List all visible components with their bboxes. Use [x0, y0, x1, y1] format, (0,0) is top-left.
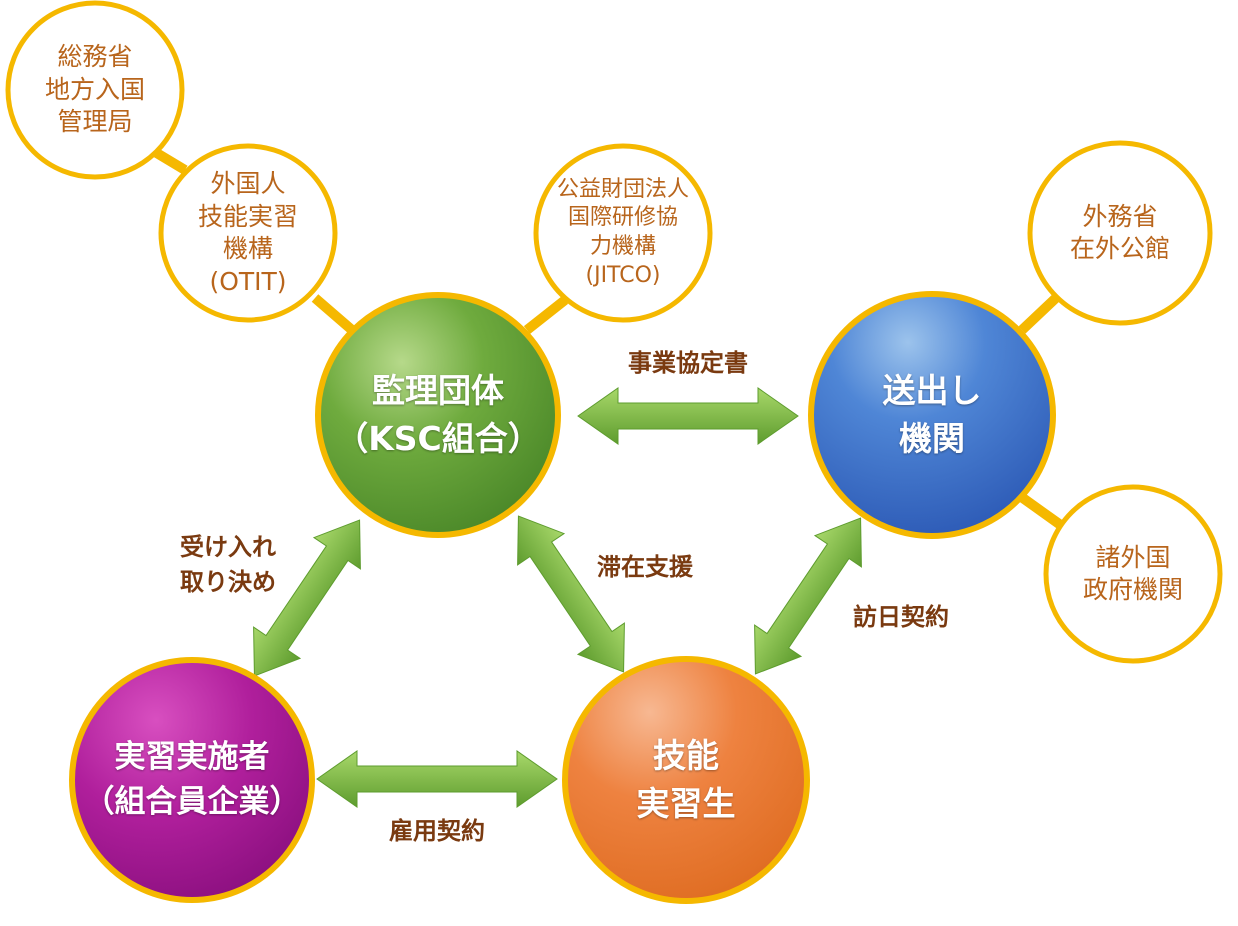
circle-jisshu-sha [69, 657, 315, 903]
circle-otit [158, 143, 338, 323]
label-jigyou-kyoutei: 事業協定書 [628, 349, 748, 377]
circle-ginou [562, 656, 810, 904]
label-jisshu-sha: 実習実施者 （組合員企業） [83, 739, 301, 820]
arrow-kanri-okuridashi [577, 387, 799, 445]
arrow-okuridashi-ginou [754, 517, 862, 675]
label-shogaikoku: 諸外国 政府機関 [1082, 542, 1183, 605]
connector-soumu-otit [152, 147, 188, 175]
label-taizai-shien: 滞在支援 [597, 553, 693, 581]
connector-jitco-kanri [523, 296, 569, 334]
label-hounichi-keiyaku: 訪日契約 [853, 603, 949, 631]
label-koyou-keiyaku: 雇用契約 [389, 817, 485, 845]
circle-jitco [533, 143, 713, 323]
label-ginou: 技能 実習生 [636, 736, 736, 823]
label-gaimu: 外務省 在外公館 [1069, 201, 1170, 264]
connector-otit-kanri [311, 294, 356, 334]
circle-kanri [315, 292, 561, 538]
label-otit: 外国人 技能実習 機構 (OTIT) [197, 169, 298, 296]
label-kanri: 監理団体 （KSC組合） [335, 371, 541, 458]
label-ukeire-torikime: 受け入れ 取り決め [180, 533, 276, 596]
label-jitco: 公益財団法人 国際研修協 力機構 (JITCO) [556, 176, 689, 288]
label-okuridashi: 送出し 機関 [882, 371, 982, 458]
arrow-jisshu-ginou [316, 750, 558, 808]
connector-shogaikoku-okuridashi [1017, 491, 1065, 531]
label-soumu: 総務省 地方入国 管理局 [44, 42, 145, 137]
circle-soumu [5, 0, 185, 180]
arrow-kanri-jisshu [253, 519, 361, 677]
arrow-kanri-ginou [517, 515, 625, 673]
connector-gaimu-okuridashi [1018, 292, 1062, 334]
circle-gaimu [1027, 140, 1213, 326]
circle-okuridashi [808, 291, 1056, 539]
circle-shogaikoku [1043, 484, 1223, 664]
